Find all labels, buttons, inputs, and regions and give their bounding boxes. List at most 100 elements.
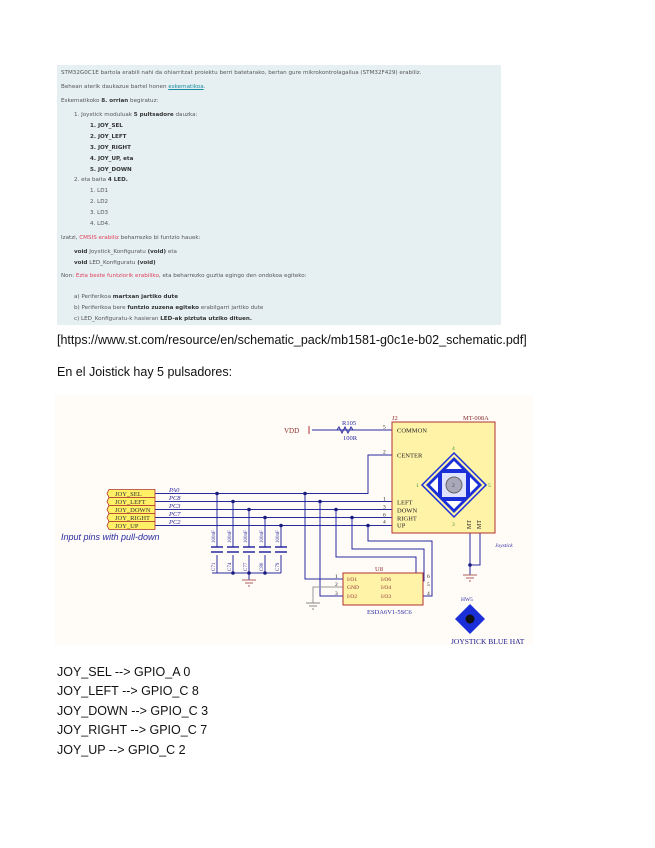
capacitor-symbol <box>259 546 271 553</box>
junction-dot <box>350 515 354 520</box>
capacitor-symbol <box>227 546 239 553</box>
wire-esd1 <box>304 493 343 580</box>
esd-part: ESDA6V1-5SC6 <box>367 609 413 616</box>
arrow-up-icon <box>446 461 462 469</box>
j2-pin-number: 5 <box>383 425 386 431</box>
wire-caps-gnd <box>212 555 282 580</box>
wires <box>155 429 481 603</box>
note-line: Non: Ezta beste funtziorik erabiliko, et… <box>61 273 307 280</box>
text: Izatzi, <box>61 235 80 241</box>
cap-ref: C80 <box>260 562 265 571</box>
j2-pin-label: DOWN <box>397 508 418 515</box>
led-item: 1. LD1 <box>90 188 109 195</box>
mapping-line: JOY_SEL --> GPIO_A 0 <box>57 665 191 679</box>
button-item: 5. JOY_DOWN <box>90 167 132 174</box>
text: 1. LD1 <box>90 188 109 194</box>
junction-dot <box>247 571 251 575</box>
joystick-diamond <box>420 451 488 519</box>
wire-mh <box>469 533 481 575</box>
esd-pin-num: 3 <box>335 591 338 597</box>
diamond-pin-number: 2 <box>452 483 455 489</box>
j2-pin-number: 6 <box>383 513 386 519</box>
func1: void Joystick_Konfiguratu (void) eta <box>74 249 177 256</box>
esd-pin-left: I/O1 <box>347 577 357 583</box>
resistor-symbol <box>336 425 354 435</box>
text: eta <box>166 249 177 255</box>
ground-icon <box>306 602 320 610</box>
text: void <box>74 260 88 266</box>
esd-pin-num: 6 <box>427 574 430 580</box>
connector-joy_up <box>106 521 156 530</box>
wire-caps <box>216 493 282 547</box>
esd-pin-right: I/O4 <box>381 585 391 591</box>
text: b) Periferikoa bere <box>74 305 128 311</box>
esd-pin-num: 2 <box>335 582 338 588</box>
text: void <box>74 249 88 255</box>
led-item: 2. LD2 <box>90 199 108 206</box>
text: 2. eta baita <box>74 177 108 183</box>
schematic-link[interactable]: eskematikoa <box>168 84 204 90</box>
junction-dot <box>318 499 322 504</box>
text: 1. Joystick moduluak <box>74 112 134 118</box>
net-label: PC7 <box>168 511 181 518</box>
net-label: PC8 <box>168 495 181 502</box>
text: 4. JOY_UP, eta <box>90 156 134 162</box>
cap-value: 100nF <box>244 530 249 543</box>
text: beharrezko bi funtzio hauek: <box>118 235 201 241</box>
diamond-pin-number: 3 <box>452 522 455 528</box>
text: funtzio zuzena egiteko <box>127 305 199 311</box>
arrow-left-icon <box>430 477 438 493</box>
mapping-line: JOY_UP --> GPIO_C 2 <box>57 743 186 757</box>
text: 5. JOY_DOWN <box>90 167 132 173</box>
mapping-line: JOY_RIGHT --> GPIO_C 7 <box>57 723 208 737</box>
mh-label: MT <box>477 520 483 529</box>
net-label: PA0 <box>168 487 180 494</box>
junction-dot <box>247 507 251 512</box>
junctions <box>215 491 472 575</box>
esd-pin-num: 5 <box>427 582 430 588</box>
junction-dot <box>279 523 283 528</box>
junction-dot <box>263 571 267 575</box>
schematic-line: Behean aterik daukazue bartel honen eske… <box>61 84 205 91</box>
cap-ref: C74 <box>228 562 233 571</box>
item1: 1. Joystick moduluak 5 pultsadore dauzka… <box>74 112 197 119</box>
j2-pin-label: UP <box>397 523 406 530</box>
intro-line: STM32G0C1E bartola erabili nahi da ohiar… <box>61 70 421 77</box>
junction-dot <box>215 491 219 496</box>
button-item: 3. JOY_RIGHT <box>90 145 131 152</box>
j2-pin-number: 4 <box>383 520 386 526</box>
button-item: 2. JOY_LEFT <box>90 134 126 141</box>
connector-label: JOY_DOWN <box>115 507 151 514</box>
capacitor-symbol <box>275 546 287 553</box>
arrow-right-icon <box>470 477 478 493</box>
esd-pin-left: GND <box>347 585 359 591</box>
j2-pin-label: RIGHT <box>397 516 417 523</box>
mapping-line: JOY_LEFT --> GPIO_C 8 <box>57 684 199 698</box>
ground-icon <box>242 579 256 587</box>
text: hasieran <box>134 316 161 322</box>
text: begiratuz: <box>128 98 159 104</box>
hw-label: JOYSTICK BLUE HAT <box>451 637 525 645</box>
junction-dot <box>366 523 370 528</box>
diamond-pin-number: 5 <box>488 483 491 489</box>
capacitor-symbol <box>211 546 223 553</box>
wire-esd4 <box>367 525 433 597</box>
schematic-url[interactable]: [https://www.st.com/resource/en/schemati… <box>57 333 527 347</box>
note-a: a) Periferikoa martxan jartiko dute <box>74 294 178 301</box>
text: LED-ak piztuta utziko dituen. <box>160 316 253 322</box>
j2-pin-number: 2 <box>383 450 386 456</box>
esd-body <box>342 572 424 606</box>
led-item: 3. LD3 <box>90 210 108 217</box>
ground-icon <box>463 574 477 582</box>
vdd-label: VDD <box>284 427 299 435</box>
mapping-line: JOY_DOWN --> GPIO_C 3 <box>57 704 209 718</box>
junction-dot <box>303 491 307 496</box>
look-line: Eskematikoko 8. orrian begiratuz: <box>61 98 159 105</box>
schematic-svg: 100nFC71100nFC74100nFC77100nFC80100nFC79… <box>61 415 525 646</box>
junction-dot <box>231 571 235 575</box>
diamond-pin-number: 4 <box>452 446 455 452</box>
joystick-hat-icon <box>455 604 485 634</box>
text: (void) <box>147 249 167 255</box>
button-item: 4. JOY_UP, eta <box>90 156 134 163</box>
